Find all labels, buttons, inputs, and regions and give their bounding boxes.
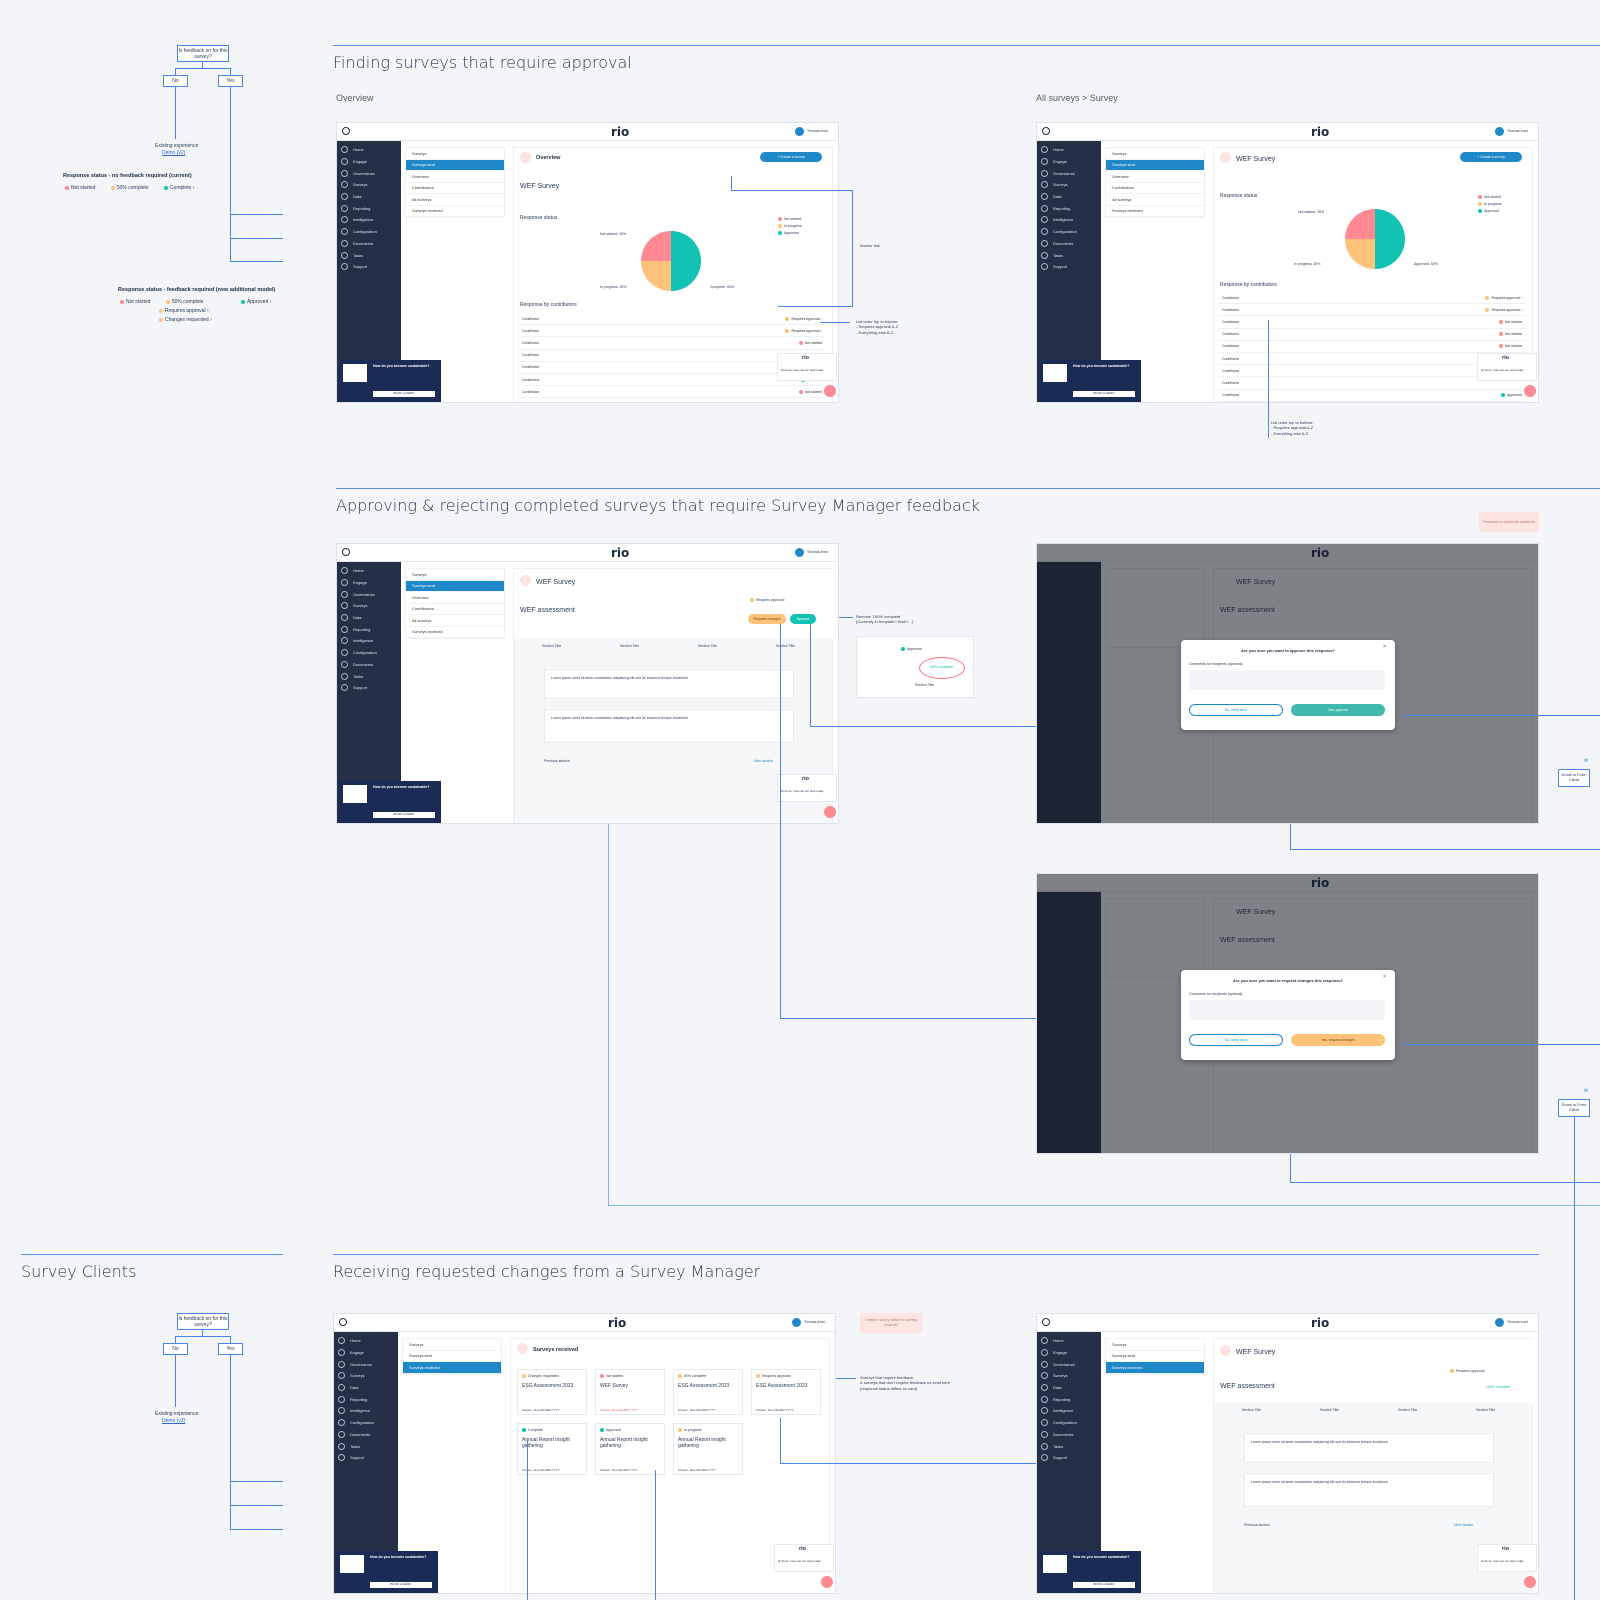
legend-new: Not started 50% complete Approved › — [120, 299, 271, 305]
label-breadcrumb: All surveys > Survey — [1036, 93, 1118, 103]
section-title-approving: Approving & rejecting completed surveys … — [336, 496, 980, 515]
create-survey-button[interactable]: + Create a survey — [760, 152, 822, 162]
screen-survey: rio Thomas Amd Home Engage Governance Su… — [1036, 122, 1539, 403]
screen-client-survey: rio Thomas Amd Home Engage Governance Su… — [1036, 1313, 1539, 1594]
flow-yes-box-2: Yes — [218, 1343, 243, 1355]
yes-changes-button[interactable]: Yes, request changes — [1291, 1034, 1385, 1046]
existing-label: Existing experience — [155, 143, 199, 149]
status-current-title: Response status - no feedback required (… — [63, 173, 192, 179]
email-box-1: Email to Form Client — [1558, 769, 1590, 787]
note-feedback-questions: Feedback on particular questions — [1479, 512, 1539, 532]
flow-no-box-2: No — [163, 1343, 188, 1355]
demo-link-2[interactable]: Demo (v2) — [162, 1418, 186, 1424]
approve-button[interactable]: Approve — [790, 614, 816, 624]
request-changes-button[interactable]: Request changes — [748, 614, 786, 624]
note-create-button: Create a survey button in surveys receiv… — [860, 1313, 922, 1333]
demo-link[interactable]: Demo (v2) — [162, 150, 186, 156]
flow-question-box-2: Is feedback on for this survey? — [177, 1313, 229, 1330]
flow-no-box: No — [163, 75, 188, 87]
section-title-clients: Survey Clients — [21, 1262, 137, 1281]
screen-overview: rio Thomas Amd Home Engage Governance Su… — [336, 122, 839, 403]
section-title-receiving: Receiving requested changes from a Surve… — [333, 1262, 761, 1281]
section-title-finding: Finding surveys that require approval — [333, 53, 632, 72]
screen-received: rio Thomas Amd Home Engage Governance Su… — [333, 1313, 836, 1594]
pie-chart-survey — [1345, 209, 1405, 269]
zoom-crop: Approved 100% complete Section Title — [856, 636, 974, 698]
pie-chart-overview — [641, 231, 701, 291]
status-new-title: Response status - feedback required (new… — [118, 287, 276, 293]
flow-question-box: Is feedback on for this survey? — [177, 45, 229, 62]
approve-modal: Are you sure you want to approve this re… — [1181, 640, 1395, 730]
changes-modal: Are you sure you want to request changes… — [1181, 970, 1395, 1060]
keep-button[interactable]: No, keep as is — [1189, 704, 1283, 716]
keep-button-2[interactable]: No, keep as is — [1189, 1034, 1283, 1046]
yes-approve-button[interactable]: Yes, approve — [1291, 704, 1385, 716]
legend-current: Not started 50% complete Complete › — [65, 185, 194, 191]
flow-yes-box: Yes — [218, 75, 243, 87]
label-overview: Overview — [336, 93, 374, 103]
screen-assessment: rio Thomas Amd Home Engage Governance Su… — [336, 543, 839, 824]
email-box-2: Email to Form Client — [1558, 1099, 1590, 1117]
